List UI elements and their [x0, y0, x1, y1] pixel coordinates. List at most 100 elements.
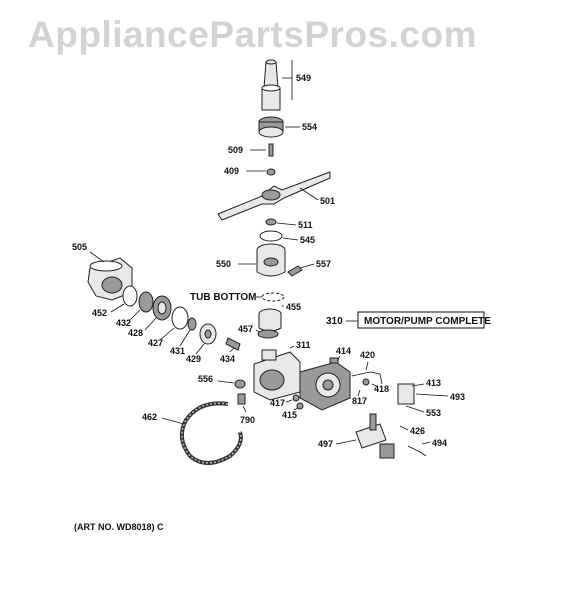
leader-413 — [411, 383, 425, 387]
leader-418 — [371, 383, 377, 387]
watermark: AppliancePartsPros.com — [28, 14, 477, 55]
part-557-clip — [287, 265, 303, 277]
label-817: 817 — [352, 396, 367, 406]
leader-427 — [159, 327, 175, 341]
leader-462 — [161, 417, 185, 425]
part-497-bracket — [355, 413, 387, 449]
leader-457 — [255, 329, 261, 333]
label-511: 511 — [298, 220, 313, 230]
switch — [379, 443, 395, 459]
part-431 — [187, 317, 197, 331]
part-420-wire — [351, 371, 383, 385]
part-409-nut — [266, 168, 276, 176]
part-494-wire — [407, 445, 427, 457]
leader-505 — [89, 251, 105, 263]
label-432: 432 — [116, 318, 131, 328]
motor-pump-label: MOTOR/PUMP COMPLETE — [364, 316, 491, 327]
leader-414 — [337, 355, 341, 361]
leader-497 — [335, 439, 357, 445]
label-429: 429 — [186, 354, 201, 364]
leader-431 — [179, 329, 191, 347]
label-457: 457 — [238, 324, 253, 334]
label-426: 426 — [410, 426, 425, 436]
leader-494 — [421, 441, 431, 445]
leader-420 — [365, 361, 369, 371]
label-420: 420 — [360, 350, 375, 360]
part-432 — [138, 291, 154, 313]
leader-817 — [357, 389, 361, 397]
label-455: 455 — [286, 302, 301, 312]
label-409: 409 — [224, 166, 239, 176]
label-557: 557 — [316, 259, 331, 269]
label-493: 493 — [450, 392, 465, 402]
tub-bottom-outline — [261, 292, 285, 302]
leader-434 — [229, 347, 235, 353]
label-311: 311 — [296, 340, 311, 350]
leader-426 — [399, 425, 409, 431]
label-550: 550 — [216, 259, 231, 269]
leader-790 — [242, 405, 247, 413]
label-415: 415 — [282, 410, 297, 420]
label-556: 556 — [198, 374, 213, 384]
part-429 — [199, 323, 217, 345]
label-427: 427 — [148, 338, 163, 348]
label-431: 431 — [170, 346, 185, 356]
label-501: 501 — [320, 196, 335, 206]
label-790: 790 — [240, 415, 255, 425]
part-427-ring — [171, 306, 189, 330]
part-413-bracket — [397, 383, 415, 405]
leader-428 — [144, 317, 157, 331]
label-549: 549 — [296, 73, 311, 83]
label-554: 554 — [302, 122, 317, 132]
leader-553 — [405, 405, 425, 413]
part-554-bearing — [258, 116, 284, 138]
part-452-gasket — [122, 285, 138, 307]
part-415 — [296, 402, 304, 410]
label-418: 418 — [374, 384, 389, 394]
label-428: 428 — [128, 328, 143, 338]
leader-493 — [415, 393, 449, 397]
part-457 — [257, 329, 279, 339]
leader-511 — [276, 222, 297, 226]
label-413: 413 — [426, 378, 441, 388]
motor — [299, 361, 351, 411]
art-number: (ART NO. WD8018) C — [74, 522, 164, 532]
part-549-tube — [261, 59, 281, 111]
leader-556 — [217, 380, 235, 384]
label-509: 509 — [228, 145, 243, 155]
part-556 — [234, 379, 246, 389]
label-452: 452 — [92, 308, 107, 318]
leader-545 — [282, 237, 299, 241]
part-550-housing — [256, 243, 286, 277]
leader-429 — [195, 343, 205, 355]
label-434: 434 — [220, 354, 235, 364]
part-417 — [292, 394, 300, 402]
part-509-screw — [268, 143, 274, 157]
part-434 — [225, 337, 241, 351]
part-790 — [237, 393, 246, 405]
leader-452 — [110, 303, 125, 313]
part-462-hose — [179, 401, 243, 465]
part-455 — [258, 308, 282, 332]
part-418 — [362, 378, 370, 386]
leader-557 — [299, 263, 315, 269]
part-428-impeller — [152, 295, 172, 321]
label-462: 462 — [142, 412, 157, 422]
label-553: 553 — [426, 408, 441, 418]
part-501-spray-arm — [217, 171, 331, 221]
part-311-pump — [253, 349, 301, 401]
label-414: 414 — [336, 346, 351, 356]
leader-311 — [289, 345, 295, 349]
tub-bottom-label: TUB BOTTOM — [190, 292, 256, 303]
label-545: 545 — [300, 235, 315, 245]
label-497: 497 — [318, 439, 333, 449]
label-310: 310 — [326, 316, 343, 327]
leader-417 — [285, 399, 293, 403]
label-505: 505 — [72, 242, 87, 252]
leader-432 — [129, 309, 141, 321]
part-414 — [329, 357, 339, 364]
motor-pump-box — [357, 311, 485, 329]
label-494: 494 — [432, 438, 447, 448]
leader-415 — [293, 407, 299, 411]
